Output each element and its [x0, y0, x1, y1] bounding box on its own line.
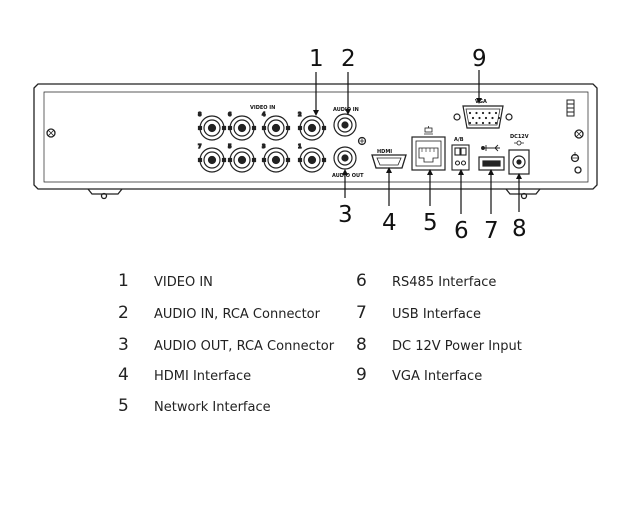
legend-item-4: 4 HDMI Interface — [118, 365, 251, 385]
legend-text: VGA Interface — [392, 369, 483, 384]
channel-number: 2 — [298, 112, 302, 118]
legend-item-3: 3 AUDIO OUT, RCA Connector — [118, 335, 334, 355]
left-foot-screw — [100, 192, 108, 200]
legend-number: 2 — [118, 303, 129, 323]
bnc-connector: 8 — [197, 111, 227, 141]
legend-item-9: 9 VGA Interface — [356, 365, 482, 385]
chassis-outline — [33, 83, 598, 190]
dc-power-port — [508, 149, 530, 175]
vga-pin — [471, 116, 475, 120]
vga-label: VGA — [475, 99, 487, 105]
right-screw-icon — [574, 129, 584, 139]
callout-4: 4 — [382, 210, 397, 236]
channel-number: 7 — [198, 144, 202, 150]
callout-6: 6 — [454, 218, 469, 244]
audio-out-rca — [333, 146, 357, 170]
legend-number: 1 — [118, 271, 129, 291]
bnc-connector: 3 — [261, 143, 291, 173]
usb-icon — [481, 144, 500, 152]
video-in-label: VIDEO IN — [250, 105, 275, 111]
vga-pin — [481, 111, 485, 115]
legend-item-8: 8 DC 12V Power Input — [356, 335, 522, 355]
vga-pin — [494, 111, 498, 115]
rs485-terminal — [451, 144, 470, 171]
vga-pin — [478, 116, 481, 120]
callout-3: 3 — [338, 202, 353, 228]
audio-in-rca — [333, 113, 357, 137]
channel-number: 4 — [262, 112, 266, 118]
vga-pin — [484, 116, 488, 120]
vent-icon — [566, 99, 575, 117]
vga-pins — [468, 111, 501, 125]
legend-item-6: 6 RS485 Interface — [356, 271, 496, 291]
vga-pin — [491, 116, 494, 120]
bnc-connector: 2 — [297, 111, 327, 141]
video-in-bnc-group: 8 6 4 2 7 5 3 1 — [197, 111, 327, 173]
vga-port — [453, 105, 513, 129]
channel-number: 8 — [198, 112, 202, 118]
polarity-icon — [514, 140, 524, 146]
legend-number: 3 — [118, 335, 129, 355]
legend-text: AUDIO IN, RCA Connector — [154, 307, 320, 322]
vga-pin — [481, 121, 485, 125]
power-label: DC12V — [510, 134, 529, 140]
vga-pin — [488, 121, 491, 125]
legend-number: 6 — [356, 271, 367, 291]
bnc-connector: 4 — [261, 111, 291, 141]
legend-item-2: 2 AUDIO IN, RCA Connector — [118, 303, 320, 323]
channel-number: 6 — [228, 112, 232, 118]
right-foot-screw — [520, 192, 528, 200]
legend-item-5: 5 Network Interface — [118, 396, 271, 416]
vga-pin — [497, 116, 501, 120]
hdmi-port — [371, 154, 407, 169]
legend-number: 7 — [356, 303, 367, 323]
callout-2: 2 — [341, 46, 356, 72]
legend-item-7: 7 USB Interface — [356, 303, 481, 323]
chassis-inner-outline — [43, 91, 589, 183]
legend-number: 9 — [356, 365, 367, 385]
vga-pin — [488, 111, 491, 115]
callout-1: 1 — [309, 46, 324, 72]
usb-port — [478, 156, 505, 171]
channel-number: 3 — [262, 144, 266, 150]
rear-panel-diagram: 8 6 4 2 7 5 3 1 — [33, 46, 598, 244]
bnc-connector: 7 — [197, 143, 227, 173]
vga-pin — [475, 121, 478, 125]
audio-screw-icon — [357, 136, 367, 146]
legend-text: USB Interface — [392, 307, 482, 322]
network-icon — [424, 126, 433, 135]
hdmi-label: HDMI — [377, 149, 392, 155]
legend-text: Network Interface — [154, 400, 271, 415]
ground-icon — [570, 152, 580, 163]
bnc-connector: 5 — [227, 143, 257, 173]
callout-7: 7 — [484, 218, 499, 244]
channel-number: 1 — [298, 144, 302, 150]
vga-pin — [468, 121, 472, 125]
legend-text: DC 12V Power Input — [392, 339, 522, 354]
legend-text: AUDIO OUT, RCA Connector — [154, 339, 335, 354]
bnc-connector: 1 — [297, 143, 327, 173]
vga-pin — [475, 111, 478, 115]
vga-pin — [494, 121, 498, 125]
legend-text: RS485 Interface — [392, 275, 497, 290]
callout-8: 8 — [512, 216, 527, 242]
rs485-label: A/B — [454, 137, 464, 143]
bnc-connector: 6 — [227, 111, 257, 141]
legend-item-1: 1 VIDEO IN — [118, 271, 213, 291]
legend-number: 8 — [356, 335, 367, 355]
legend-number: 5 — [118, 396, 129, 416]
network-port — [411, 136, 446, 171]
callout-9: 9 — [472, 46, 487, 72]
callout-5: 5 — [423, 210, 438, 236]
channel-number: 5 — [228, 144, 232, 150]
vga-pin — [468, 111, 472, 115]
left-screw-icon — [46, 128, 56, 138]
right-screw-lower-icon — [574, 166, 582, 174]
audio-out-label: AUDIO OUT — [332, 173, 364, 179]
legend-number: 4 — [118, 365, 129, 385]
legend-text: HDMI Interface — [154, 369, 252, 384]
legend-text: VIDEO IN — [154, 275, 213, 290]
